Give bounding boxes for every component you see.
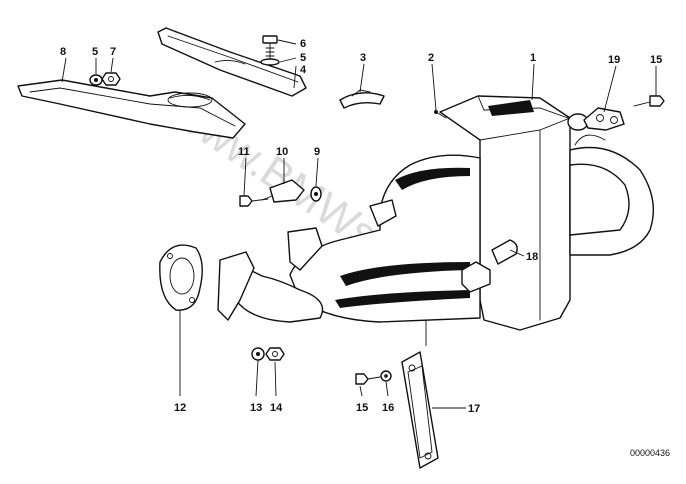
document-number: 00000436 bbox=[630, 448, 670, 458]
callout-19: 19 bbox=[608, 54, 620, 66]
part-6-bolt bbox=[260, 35, 280, 66]
part-11-bolt bbox=[239, 195, 269, 207]
callout-1: 1 bbox=[530, 52, 536, 64]
callout-10: 10 bbox=[276, 146, 288, 158]
part-16-washer bbox=[380, 370, 392, 382]
part-3-cover bbox=[339, 89, 385, 109]
part-8-heat-shield bbox=[17, 79, 246, 139]
part-4-heat-shield bbox=[157, 27, 307, 97]
callout-9: 9 bbox=[314, 146, 320, 158]
callout-15: 15 bbox=[356, 402, 368, 414]
part-19-plate bbox=[583, 107, 625, 131]
part-15-bolt-lower bbox=[355, 373, 381, 385]
part-9-washer bbox=[310, 186, 322, 202]
callout-17: 17 bbox=[468, 403, 480, 415]
callout-6: 6 bbox=[300, 38, 306, 50]
part-14-nut bbox=[265, 347, 285, 361]
part-1-exhaust-manifold bbox=[217, 95, 655, 331]
callout-7: 7 bbox=[110, 46, 116, 58]
callout-14: 14 bbox=[270, 402, 283, 414]
callout-4: 4 bbox=[300, 64, 307, 76]
callout-3: 3 bbox=[360, 52, 366, 64]
callout-15: 15 bbox=[650, 54, 662, 66]
part-7-nut bbox=[101, 72, 121, 86]
part-12-gasket bbox=[159, 244, 203, 311]
part-17-bracket bbox=[401, 351, 439, 469]
leader-lines bbox=[61, 39, 657, 409]
callout-12: 12 bbox=[174, 402, 186, 414]
callout-18: 18 bbox=[526, 251, 538, 263]
callout-13: 13 bbox=[250, 402, 262, 414]
callout-5: 5 bbox=[92, 46, 98, 58]
callout-11: 11 bbox=[238, 146, 250, 158]
part-2-stud bbox=[434, 110, 447, 119]
callout-2: 2 bbox=[428, 52, 434, 64]
part-5-washer bbox=[89, 74, 103, 86]
callout-labels: 8 5 7 6 5 4 3 2 1 19 15 11 10 9 18 12 13… bbox=[60, 38, 662, 415]
part-15-bolt-upper bbox=[633, 95, 665, 107]
callout-8: 8 bbox=[60, 46, 66, 58]
part-13-washer bbox=[251, 347, 265, 361]
callout-16: 16 bbox=[382, 402, 394, 414]
callout-5: 5 bbox=[300, 52, 306, 64]
